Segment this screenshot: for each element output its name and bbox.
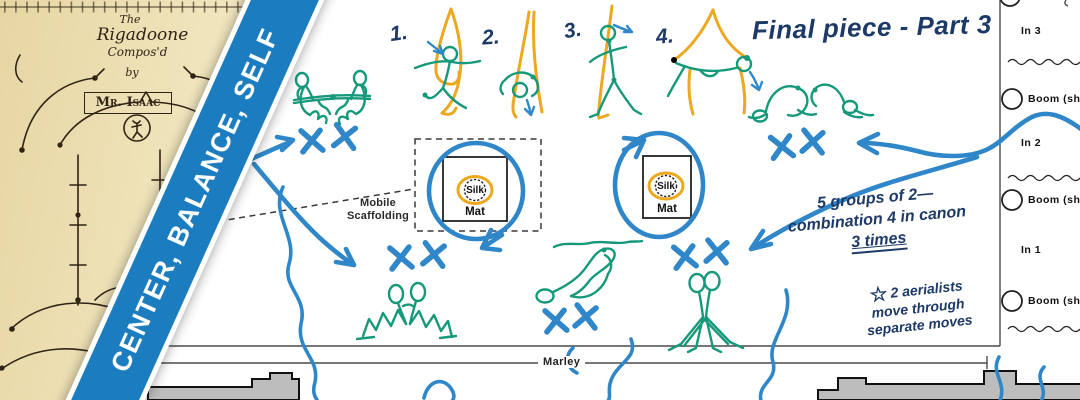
boom-circle-top bbox=[999, 0, 1021, 7]
mobile-scaffolding-outline bbox=[207, 138, 542, 232]
pose-4-figure bbox=[666, 8, 764, 116]
boom-circle-3 bbox=[1001, 290, 1023, 312]
dancer-medallion-icon bbox=[123, 114, 151, 142]
seated-pair-figure bbox=[355, 281, 458, 341]
silk-label-1: Silk bbox=[466, 185, 484, 196]
sheet-title-rigadoone: Rigadoone bbox=[96, 25, 189, 45]
boom-circle-1 bbox=[1001, 88, 1023, 110]
floor-move-figure bbox=[535, 239, 644, 304]
fly-line-label-in2: In 2 bbox=[1021, 137, 1042, 149]
side-panel-graphics bbox=[999, 0, 1080, 333]
pose-1-figure bbox=[413, 7, 482, 116]
pose-3-figure bbox=[588, 4, 643, 120]
standing-pair-figure bbox=[667, 270, 745, 354]
sheet-title-composd: Compos'd bbox=[107, 45, 168, 59]
fly-line-label-in3: In 3 bbox=[1021, 25, 1042, 37]
pose-2-figure bbox=[499, 10, 544, 119]
boom-label-1: Boom (sh bbox=[1028, 93, 1080, 105]
boom-label-3: Boom (sh bbox=[1028, 295, 1080, 307]
marley-label: Marley bbox=[538, 356, 586, 368]
mat-2-box bbox=[642, 155, 692, 219]
hanging-silk-lines bbox=[277, 185, 1046, 400]
pose-number-1: 1. bbox=[388, 20, 409, 47]
fly-line-label-in1: In 1 bbox=[1021, 244, 1042, 256]
x-marks bbox=[298, 121, 826, 335]
stage-deck-right bbox=[817, 370, 1080, 400]
boom-label-2: Boom (sh bbox=[1028, 194, 1080, 206]
crawling-pair-figure bbox=[747, 83, 875, 123]
silk-circle-arrow-1 bbox=[426, 140, 526, 253]
sketch-title: Final piece - Part 3 bbox=[751, 9, 993, 46]
mobile-scaffolding-label: Mobile Scaffolding bbox=[346, 197, 410, 222]
mat-label-2: Mat bbox=[657, 203, 677, 215]
sheet-title-by: by bbox=[125, 66, 139, 79]
mat-1-box bbox=[442, 156, 508, 222]
trapeze-pair-figure bbox=[292, 69, 372, 126]
composer-name: Mr. Isaac bbox=[84, 92, 172, 114]
path-arrows bbox=[248, 111, 1080, 268]
silk-label-2: Silk bbox=[657, 181, 675, 192]
boom-circle-2 bbox=[1001, 189, 1023, 211]
sheet-title-the: The bbox=[119, 13, 141, 26]
pose-number-4: 4. bbox=[654, 24, 675, 49]
mat-label-1: Mat bbox=[465, 206, 485, 218]
pose-number-2: 2. bbox=[481, 25, 501, 50]
silk-circle-arrow-2 bbox=[612, 130, 706, 240]
